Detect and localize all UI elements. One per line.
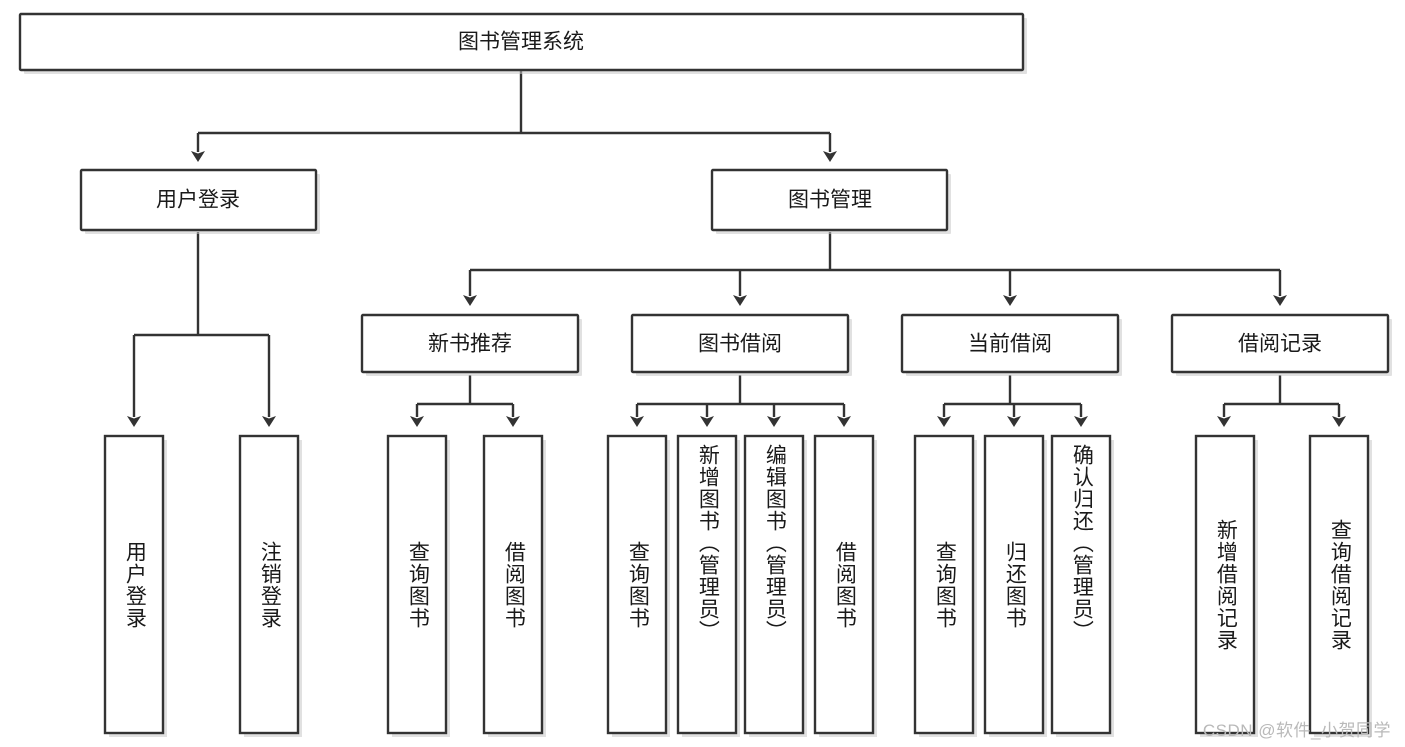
node-current-borrow[interactable]: 当前借阅: [900, 313, 1122, 376]
leaf-node-add-book[interactable]: [676, 434, 740, 737]
node-borrow-record[interactable]: 借阅记录: [1170, 313, 1392, 376]
leaf-node-query-book-2[interactable]: [606, 434, 670, 737]
node-book-manage[interactable]: 图书管理: [710, 168, 951, 234]
node-book-borrow-label: 图书借阅: [698, 333, 782, 356]
node-user-login[interactable]: 用户登录: [79, 168, 320, 234]
node-new-book-rec[interactable]: 新书推荐: [360, 313, 582, 376]
node-book-borrow[interactable]: 图书借阅: [630, 313, 852, 376]
leaf-node-confirm-return[interactable]: [1050, 434, 1114, 737]
leaf-node-edit-book[interactable]: [743, 434, 807, 737]
leaf-box-group: [103, 434, 1372, 737]
node-root[interactable]: 图书管理系统: [18, 12, 1027, 74]
leaf-node-return-book[interactable]: [983, 434, 1047, 737]
node-borrow-record-label: 借阅记录: [1238, 333, 1322, 356]
leaf-node-query-book-3[interactable]: [913, 434, 977, 737]
leaf-node-query-record[interactable]: [1308, 434, 1372, 737]
leaf-node-borrow-book-2[interactable]: [813, 434, 877, 737]
connector-group: [127, 70, 1346, 427]
leaf-node-borrow-book-1[interactable]: [482, 434, 546, 737]
node-root-label: 图书管理系统: [458, 31, 584, 54]
leaf-node-logout[interactable]: [238, 434, 302, 737]
csdn-watermark: CSDN @软件_小贺同学: [1202, 721, 1391, 740]
leaf-node-add-record[interactable]: [1194, 434, 1258, 737]
leaf-node-query-book-1[interactable]: [386, 434, 450, 737]
node-new-book-rec-label: 新书推荐: [428, 333, 512, 356]
node-book-manage-label: 图书管理: [788, 189, 872, 212]
node-current-borrow-label: 当前借阅: [968, 333, 1052, 356]
leaf-node-user-login[interactable]: [103, 434, 167, 737]
node-user-login-label: 用户登录: [156, 189, 240, 212]
